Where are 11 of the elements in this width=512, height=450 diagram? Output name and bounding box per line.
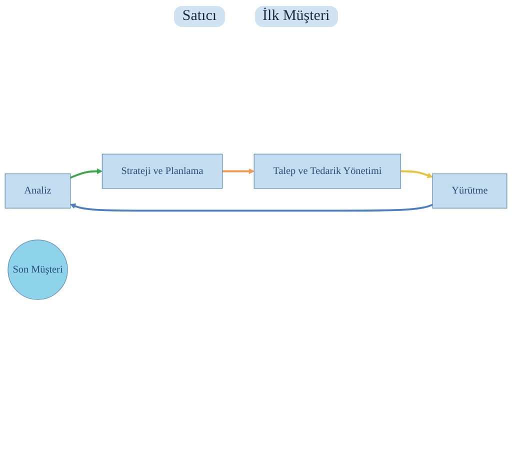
arrow bbox=[400, 170, 433, 178]
arrow bbox=[222, 168, 254, 174]
node-box: Yürütme bbox=[432, 174, 508, 209]
arrow bbox=[70, 204, 433, 212]
node-box: Analiz bbox=[4, 174, 71, 209]
ring-label: İlk Müşteri bbox=[254, 6, 338, 27]
node-box: Strateji ve Planlama bbox=[102, 154, 223, 189]
node-circle: Son Müşteri bbox=[8, 240, 68, 300]
node-box: Talep ve Tedarik Yönetimi bbox=[254, 154, 402, 189]
ring-label: Satıcı bbox=[174, 6, 225, 27]
arrow bbox=[70, 168, 102, 179]
